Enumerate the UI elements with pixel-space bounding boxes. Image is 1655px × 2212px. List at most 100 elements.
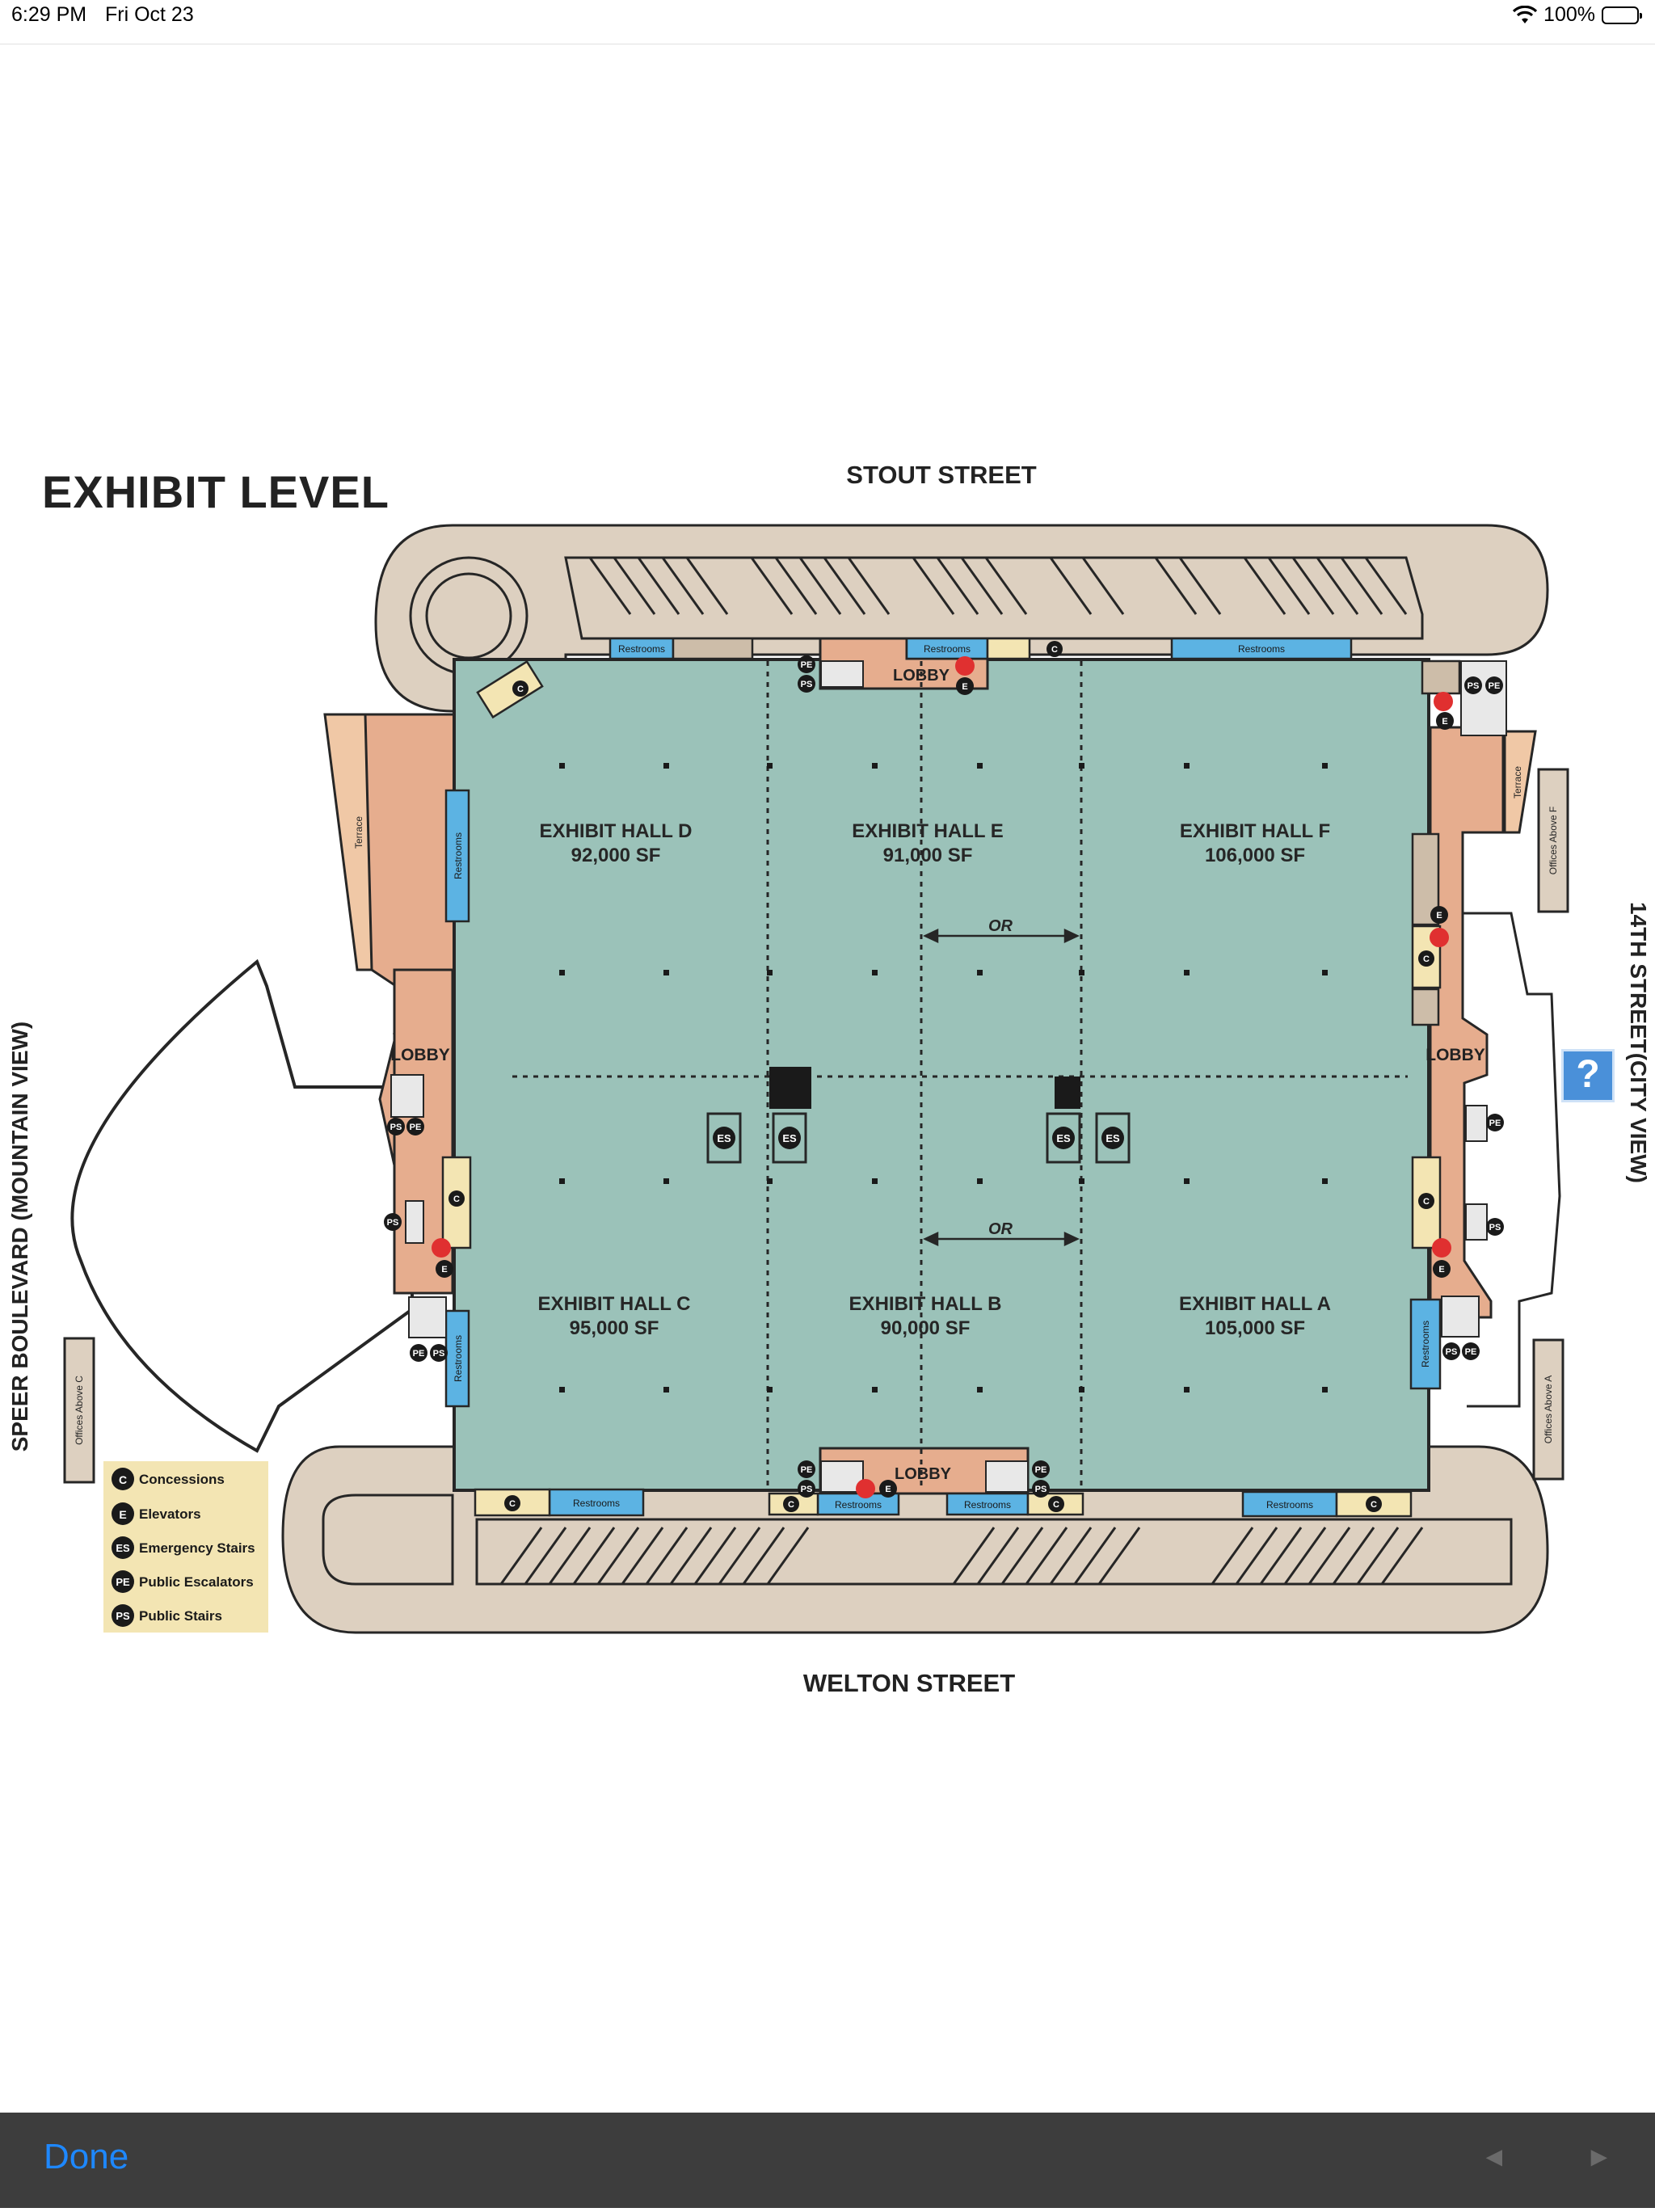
ps-code: PS bbox=[433, 1349, 445, 1359]
pe-marker bbox=[1462, 1342, 1480, 1360]
c-marker bbox=[1418, 950, 1434, 967]
east-block-3 bbox=[1421, 659, 1461, 695]
legend-marker-e bbox=[112, 1502, 134, 1525]
status-right: 100% bbox=[1513, 3, 1642, 27]
c-code: C bbox=[788, 1500, 794, 1510]
c-code: C bbox=[509, 1499, 516, 1509]
east-outline bbox=[1463, 912, 1561, 1408]
restroom-label: Restrooms bbox=[1238, 643, 1285, 655]
restroom-label: Restrooms bbox=[964, 1499, 1011, 1510]
ps-code: PS bbox=[801, 1485, 813, 1494]
hall-b-area: 90,000 SF bbox=[881, 1317, 971, 1339]
concession-north-west bbox=[476, 659, 544, 719]
restroom-west-1 bbox=[444, 789, 470, 923]
ps-marker bbox=[798, 675, 815, 693]
c-code: C bbox=[1423, 954, 1430, 964]
concession-north bbox=[986, 637, 1031, 660]
map-title: EXHIBIT LEVEL bbox=[42, 466, 390, 517]
south-turnaround bbox=[322, 1494, 454, 1586]
legend-label-pe: Public Escalators bbox=[139, 1574, 254, 1590]
es-marker bbox=[1101, 1127, 1124, 1149]
ps-code: PS bbox=[1446, 1347, 1458, 1357]
pe-code: PE bbox=[410, 1123, 422, 1132]
restroom-east-1 bbox=[1409, 1298, 1442, 1390]
es-code: ES bbox=[1056, 1132, 1071, 1144]
c-code: C bbox=[1051, 645, 1058, 655]
battery-percent: 100% bbox=[1543, 3, 1595, 26]
offices-above-c-label: Offices Above C bbox=[74, 1376, 85, 1445]
done-button[interactable]: Done bbox=[44, 2137, 129, 2176]
legend-code-c: C bbox=[119, 1473, 127, 1486]
accessible-marker bbox=[856, 1479, 875, 1498]
column-dots bbox=[559, 763, 1328, 1393]
ps-marker bbox=[798, 1480, 815, 1498]
street-east: 14TH STREET(CITY VIEW) bbox=[1626, 902, 1651, 1183]
status-bar: 6:29 PM Fri Oct 23 100% bbox=[0, 0, 1655, 44]
west-arc bbox=[70, 959, 414, 1453]
offices-above-a-label: Offices Above A bbox=[1543, 1376, 1554, 1444]
restroom-label: Restrooms bbox=[1266, 1499, 1313, 1510]
hall-c-name: EXHIBIT HALL C bbox=[538, 1293, 691, 1315]
legend: C Concessions E Elevators ES Emergency S… bbox=[112, 1468, 255, 1627]
c-code: C bbox=[1053, 1500, 1059, 1510]
street-west: SPEER BOULEVARD (MOUNTAIN VIEW) bbox=[7, 1022, 32, 1452]
legend-marker-c bbox=[112, 1468, 134, 1490]
or-arrow-top bbox=[923, 929, 1080, 943]
ps-code: PS bbox=[1468, 681, 1480, 691]
next-arrow-icon[interactable]: ► bbox=[1586, 2142, 1613, 2172]
east-lobby-label: LOBBY bbox=[1425, 1046, 1485, 1064]
legend-marker-ps bbox=[112, 1604, 134, 1627]
pe-code: PE bbox=[801, 660, 813, 670]
ps-code: PS bbox=[1489, 1223, 1501, 1232]
e-code: E bbox=[962, 682, 967, 692]
restroom-west-2 bbox=[444, 1309, 470, 1408]
ps-marker bbox=[1486, 1218, 1504, 1236]
pillar-right bbox=[1055, 1077, 1080, 1109]
east-block-2 bbox=[1411, 988, 1440, 1026]
e-code: E bbox=[441, 1265, 447, 1275]
accessible-marker bbox=[955, 656, 975, 676]
e-code: E bbox=[1438, 1265, 1444, 1275]
status-date: Fri Oct 23 bbox=[105, 3, 194, 26]
hall-f-area: 106,000 SF bbox=[1205, 845, 1305, 866]
legend-label-c: Concessions bbox=[139, 1472, 225, 1487]
emergency-stairs bbox=[706, 1112, 1131, 1164]
restroom-north-3 bbox=[1170, 637, 1353, 660]
wifi-icon bbox=[1513, 5, 1538, 23]
es-marker bbox=[713, 1127, 735, 1149]
hall-d-area: 92,000 SF bbox=[571, 845, 661, 866]
pe-marker bbox=[1032, 1460, 1050, 1478]
restroom-label: Restrooms bbox=[924, 643, 971, 655]
legend-code-e: E bbox=[119, 1508, 126, 1521]
c-code: C bbox=[1423, 1197, 1430, 1207]
restroom-label: Restrooms bbox=[453, 1335, 464, 1382]
or-arrow-bottom bbox=[923, 1232, 1080, 1246]
legend-label-es: Emergency Stairs bbox=[139, 1540, 255, 1556]
c-marker bbox=[1418, 1193, 1434, 1209]
previous-arrow-icon[interactable]: ◄ bbox=[1480, 2142, 1508, 2172]
pe-code: PE bbox=[1489, 681, 1501, 691]
es-code: ES bbox=[717, 1132, 731, 1144]
pe-marker bbox=[798, 655, 815, 673]
hall-d-name: EXHIBIT HALL D bbox=[540, 820, 693, 842]
c-marker bbox=[448, 1190, 465, 1207]
c-marker bbox=[512, 680, 529, 697]
concession-east-2 bbox=[1411, 1156, 1442, 1249]
restroom-label: Restrooms bbox=[573, 1498, 620, 1509]
help-button[interactable]: ? bbox=[1561, 1049, 1615, 1102]
pe-marker bbox=[1485, 676, 1503, 694]
e-code: E bbox=[1436, 911, 1442, 921]
street-north: STOUT STREET bbox=[846, 461, 1036, 489]
es-marker bbox=[1052, 1127, 1075, 1149]
accessible-marker bbox=[1434, 692, 1453, 711]
legend-label-e: Elevators bbox=[139, 1506, 201, 1522]
ps-marker bbox=[387, 1118, 405, 1135]
legend-code-es: ES bbox=[116, 1542, 130, 1554]
status-time: 6:29 PM bbox=[11, 3, 87, 26]
or-label-top: OR bbox=[988, 917, 1013, 935]
hall-a-area: 105,000 SF bbox=[1205, 1317, 1305, 1339]
ps-code: PS bbox=[390, 1123, 402, 1132]
restroom-south-3 bbox=[945, 1492, 1030, 1516]
